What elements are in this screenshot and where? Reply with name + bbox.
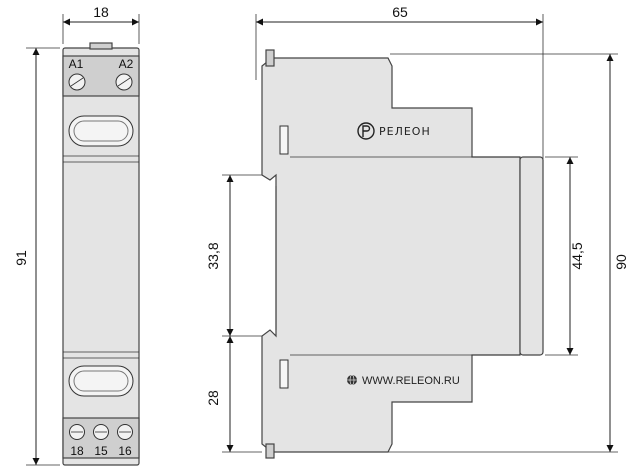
lower-slot [279,359,289,389]
front-height-label: 91 [13,250,29,266]
brand-name: РЕЛЕОН [379,125,431,138]
lower-dim-label: 28 [205,390,221,406]
terminal-label-a2: A2 [119,57,134,71]
terminal-label-a1: A1 [69,57,84,71]
terminal-label-16: 16 [118,444,132,458]
side-front-cover [519,156,544,356]
rail-dim-label: 33,8 [205,242,221,269]
front-height-label-445: 44,5 [569,242,585,269]
front-view: 18 91 A1 A2 18 [13,4,140,466]
brand-logo: РЕЛЕОН [357,122,431,140]
front-top-window [68,115,134,147]
terminal-label-18: 18 [70,444,84,458]
front-bottom-window [68,365,134,397]
upper-slot [279,125,289,155]
side-housing [261,57,521,453]
website-line: WWW.RELEON.RU [347,374,460,387]
front-body [62,47,140,466]
website-url: WWW.RELEON.RU [362,375,460,387]
terminal-label-15: 15 [94,444,108,458]
side-view: 65 90 44,5 33,8 28 [205,4,629,459]
side-width-label: 65 [392,4,408,20]
side-height-label: 90 [613,254,629,270]
front-width-label: 18 [93,4,109,20]
